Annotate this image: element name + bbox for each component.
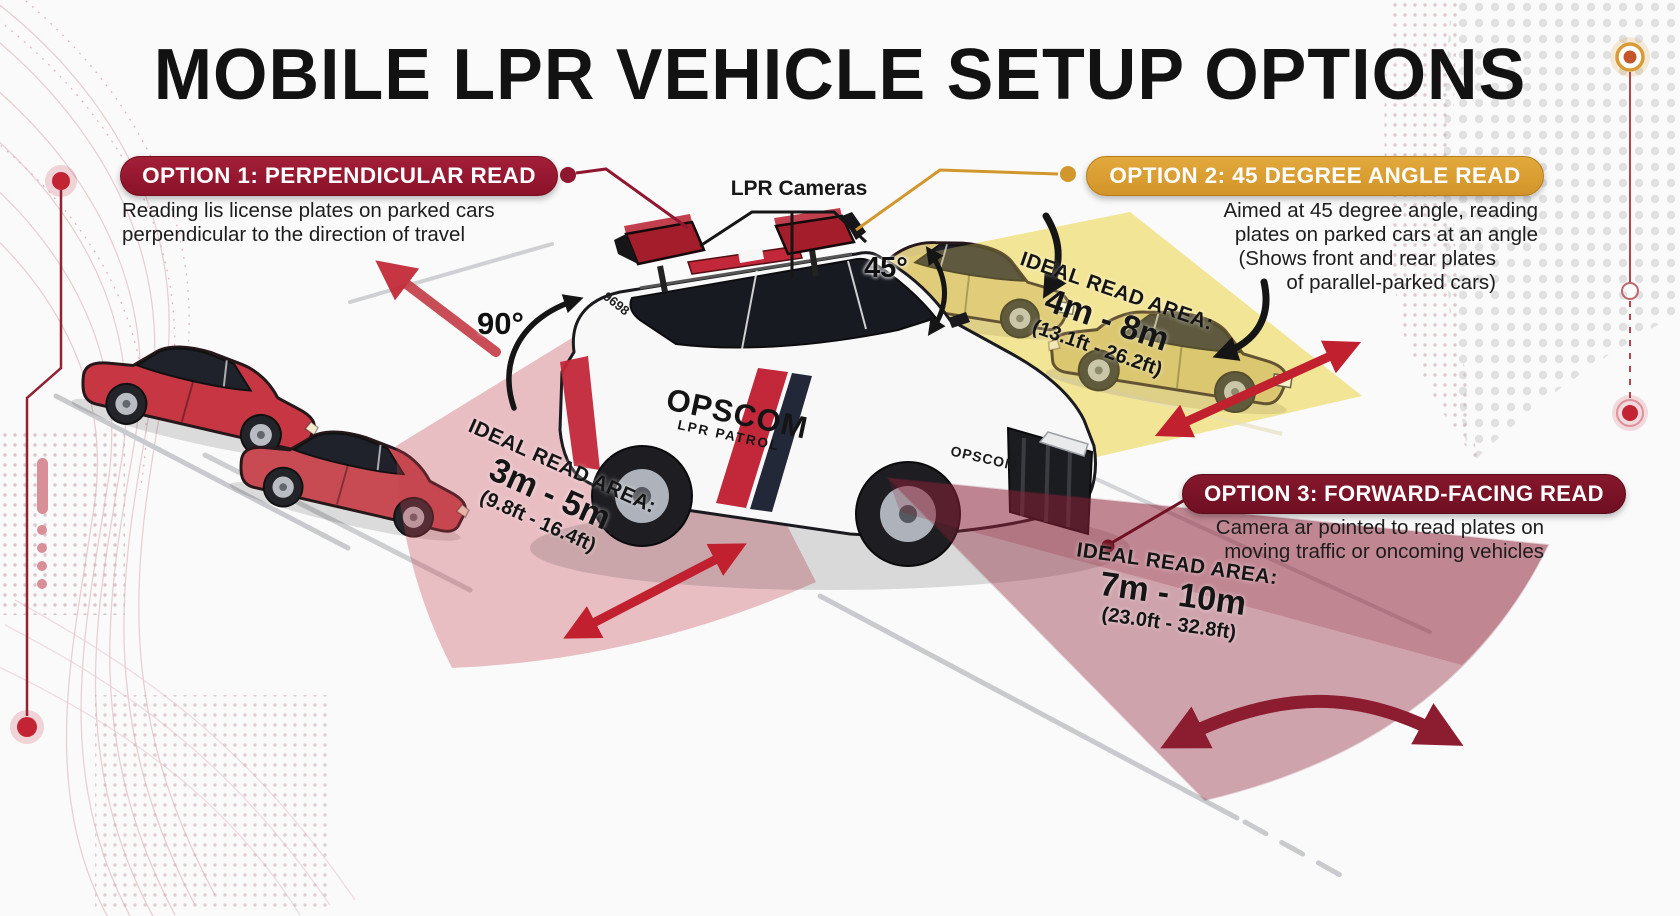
- decor-dot-patch-left: [0, 430, 125, 615]
- zone-double-arrow: [1154, 340, 1362, 438]
- pink-double-arrow: [563, 543, 747, 639]
- black-arrow-2: [1212, 278, 1270, 361]
- maroon-cone-band: [888, 478, 1548, 665]
- option3-desc-line2: moving traffic or oncoming vehicles: [1224, 539, 1544, 563]
- option2-desc-line2: plates on parked cars at an angle: [1234, 222, 1538, 246]
- arc-90-arrow: [506, 294, 584, 411]
- option1-desc-line2: perpendicular to the direction of travel: [122, 222, 466, 246]
- option2-description-note: (Shows front and rear plates of parallel…: [1238, 247, 1496, 294]
- decor-halftone-right: [1443, 0, 1680, 465]
- option2-description: Aimed at 45 degree angle, reading plates…: [1223, 199, 1538, 246]
- option1-description: Reading lis license plates on parked car…: [122, 199, 495, 246]
- option3-description: Camera ar pointed to read plates on movi…: [1216, 516, 1544, 563]
- option2-desc-line1: Aimed at 45 degree angle, reading: [1223, 199, 1538, 222]
- maroon-double-arrow: [1160, 694, 1464, 749]
- decor-left-nodes: [10, 165, 77, 744]
- tan-car-1: [834, 223, 1083, 350]
- decor-dot-patch-bottomleft: [95, 695, 330, 910]
- lpr-camera-right: [774, 208, 866, 277]
- option3-pill: OPTION 3: FORWARD-FACING READ: [1182, 474, 1626, 514]
- angle-45-label: 45°: [864, 252, 908, 284]
- option1-desc-line1: Reading lis license plates on parked car…: [122, 199, 495, 222]
- option1-pill: OPTION 1: PERPENDICULAR READ: [120, 156, 558, 196]
- lpr-cameras-label: LPR Cameras: [730, 177, 868, 200]
- option2-desc-line4: of parallel-parked cars): [1286, 270, 1496, 294]
- option2-pill: OPTION 2: 45 DEGREE ANGLE READ: [1086, 156, 1544, 196]
- option2-desc-line3: (Shows front and rear plates: [1238, 247, 1496, 270]
- arc-45-arrow: [925, 246, 947, 336]
- option3-desc-line1: Camera ar pointed to read plates on: [1215, 516, 1544, 539]
- decor-right-nodes: [1610, 37, 1650, 431]
- angle-90-label: 90°: [477, 306, 524, 341]
- callout-connectors: [560, 166, 1204, 553]
- arrows: [375, 212, 1464, 749]
- black-arrow-1: [1042, 212, 1067, 299]
- decor-halftone-right-fine: [1384, 0, 1478, 462]
- pink-up-arrow: [375, 260, 501, 357]
- page-title: MOBILE LPR VEHICLE SETUP OPTIONS: [153, 33, 1527, 115]
